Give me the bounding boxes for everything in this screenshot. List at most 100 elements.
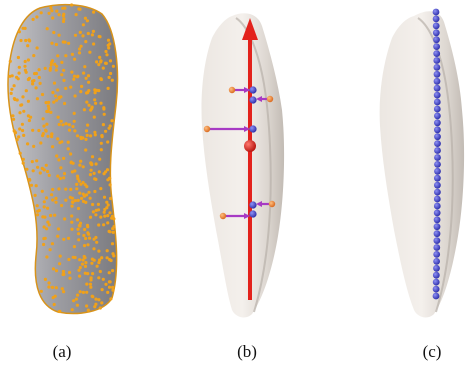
- sample-point: [92, 247, 95, 250]
- axis-point: [434, 99, 441, 106]
- sample-point: [110, 217, 113, 220]
- axis-point: [433, 57, 440, 64]
- sample-point: [21, 123, 24, 126]
- sample-point: [55, 99, 58, 102]
- sample-point: [58, 141, 61, 144]
- sample-point: [38, 209, 41, 212]
- sample-point: [86, 19, 89, 22]
- sample-point: [32, 145, 35, 148]
- sample-point: [91, 203, 94, 206]
- sample-point: [32, 169, 35, 172]
- sample-point: [78, 258, 81, 261]
- axis-center-point: [244, 140, 256, 152]
- sample-point: [54, 201, 57, 204]
- sample-point: [62, 270, 65, 273]
- sample-point: [44, 278, 47, 281]
- sample-point: [36, 46, 39, 49]
- axis-point: [433, 258, 440, 265]
- sample-point: [60, 61, 63, 64]
- sample-point: [27, 114, 30, 117]
- sample-point: [49, 248, 52, 251]
- sample-point: [87, 32, 90, 35]
- sample-point: [105, 201, 108, 204]
- sample-point: [48, 174, 51, 177]
- sample-point: [63, 172, 66, 175]
- sample-point: [95, 89, 98, 92]
- sample-point: [70, 205, 73, 208]
- sample-point: [56, 137, 59, 140]
- sample-point: [50, 9, 53, 12]
- sample-point: [48, 281, 51, 284]
- sample-point: [106, 214, 109, 217]
- sample-point: [70, 221, 73, 224]
- sample-point: [67, 237, 70, 240]
- sample-point: [86, 272, 89, 275]
- sample-point: [103, 211, 106, 214]
- sample-point: [91, 155, 94, 158]
- sample-point: [37, 129, 40, 132]
- axis-point: [433, 50, 440, 57]
- sample-point: [94, 213, 97, 216]
- sample-point: [95, 241, 98, 244]
- sample-point: [109, 280, 112, 283]
- sample-point: [73, 129, 76, 132]
- sample-point: [81, 263, 84, 266]
- tooth-surface-shape: [380, 11, 464, 317]
- sample-point: [54, 197, 57, 200]
- sample-point: [62, 14, 65, 17]
- axis-point: [434, 119, 441, 126]
- sample-point: [47, 285, 50, 288]
- sample-point: [9, 60, 12, 63]
- sample-point: [93, 98, 96, 101]
- sample-point: [93, 172, 96, 175]
- axis-point: [434, 223, 441, 230]
- sample-point: [27, 38, 30, 41]
- sample-point: [28, 119, 31, 122]
- sample-point: [82, 193, 85, 196]
- caption-b: (b): [237, 342, 257, 361]
- sample-point: [36, 97, 39, 100]
- sample-point: [84, 40, 87, 43]
- sample-point: [64, 199, 67, 202]
- sample-point: [103, 113, 106, 116]
- axis-point: [434, 175, 441, 182]
- axis-point: [433, 293, 440, 300]
- tooth-surface-shape: [201, 13, 284, 317]
- sample-point: [76, 134, 79, 137]
- sample-point: [70, 3, 73, 6]
- sample-point: [74, 34, 77, 37]
- sample-point: [60, 120, 63, 123]
- sample-point: [68, 123, 71, 126]
- sample-point: [69, 188, 72, 191]
- axis-point: [434, 106, 441, 113]
- sample-point: [64, 87, 67, 90]
- sample-point: [87, 81, 90, 84]
- sample-point: [99, 77, 102, 80]
- sample-point: [12, 118, 15, 121]
- sample-point: [71, 53, 74, 56]
- sample-point: [51, 145, 54, 148]
- sample-point: [59, 166, 62, 169]
- sample-point: [73, 120, 76, 123]
- sample-point: [53, 303, 56, 306]
- sample-point: [13, 84, 16, 87]
- sample-point: [62, 157, 65, 160]
- sample-point: [95, 162, 98, 165]
- sample-point: [43, 200, 46, 203]
- sample-point: [31, 129, 34, 132]
- sample-point: [33, 72, 36, 75]
- sample-point: [77, 199, 80, 202]
- sample-point: [61, 123, 64, 126]
- sample-point: [110, 119, 113, 122]
- sample-point: [36, 204, 39, 207]
- axis-point: [434, 154, 441, 161]
- sample-point: [97, 250, 100, 253]
- sample-point: [104, 130, 107, 133]
- sample-point: [76, 228, 79, 231]
- sample-point: [58, 310, 61, 313]
- axis-point: [433, 279, 440, 286]
- sample-point: [55, 269, 58, 272]
- sample-point: [41, 93, 44, 96]
- axis-point: [433, 23, 440, 30]
- sample-point: [26, 44, 29, 47]
